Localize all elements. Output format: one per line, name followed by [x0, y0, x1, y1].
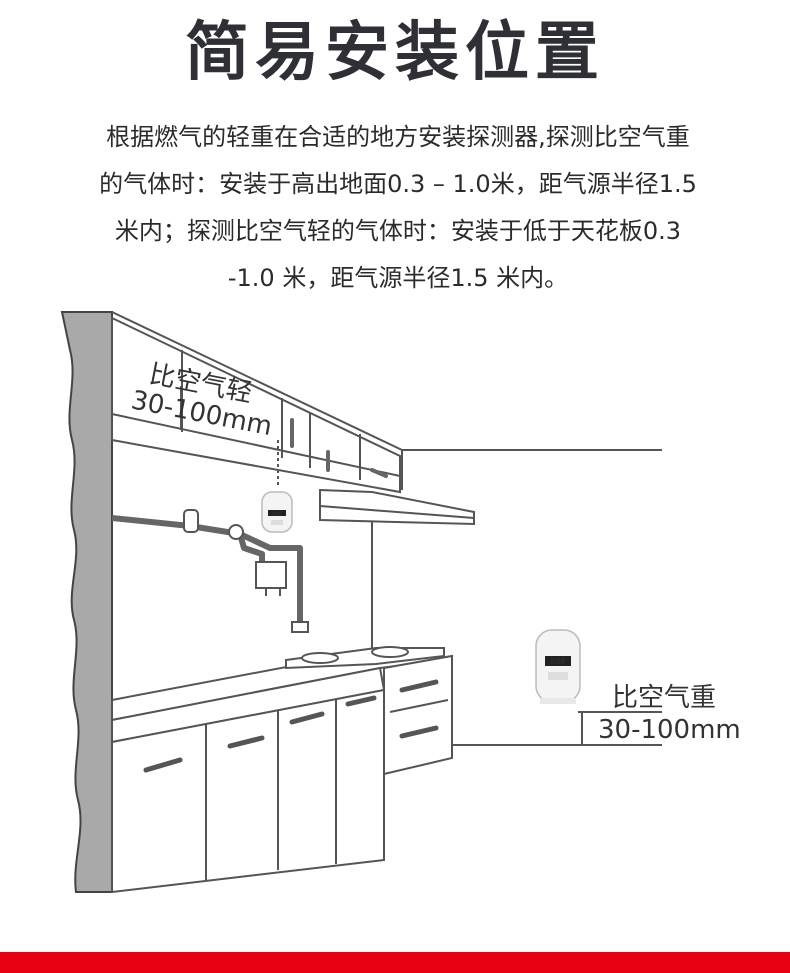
description-line-4: -1.0 米，距气源半径1.5 米内。 — [227, 264, 569, 292]
accent-bar — [0, 952, 790, 973]
page-title: 简易安装位置 — [185, 16, 605, 90]
room-outline — [111, 311, 662, 746]
stove-icon — [285, 646, 445, 670]
heavier-gas-annotation: 比空气重 30-100mm — [578, 683, 741, 745]
gas-detector-icon: 888 — [261, 491, 293, 533]
upper-cabinets — [111, 316, 401, 494]
range-hood-icon — [319, 488, 475, 526]
cabinet-handles — [290, 418, 388, 478]
gas-detector-icon: 888 — [535, 629, 581, 704]
heavier-gas-label: 比空气重 — [612, 683, 716, 713]
lower-cabinet-handles — [143, 679, 439, 773]
lower-detector-display: 888 — [550, 657, 565, 666]
kitchen-illustration: 888 比空气轻 30-100mm 888 — [60, 311, 741, 894]
side-wall — [60, 311, 113, 893]
description-line-2: 的气体时：安装于高出地面0.3 – 1.0米，距气源半径1.5 — [99, 170, 697, 198]
water-heater-icon — [255, 561, 287, 596]
heavier-gas-distance: 30-100mm — [598, 715, 741, 745]
pipe-valves — [183, 509, 309, 633]
description: 根据燃气的轻重在合适的地方安装探测器,探测比空气重 的气体时：安装于高出地面0.… — [42, 114, 754, 302]
description-line-3: 米内；探测比空气轻的气体时：安装于低于天花板0.3 — [114, 217, 682, 245]
upper-detector-display: 888 — [272, 512, 282, 518]
description-line-1: 根据燃气的轻重在合适的地方安装探测器,探测比空气重 — [106, 123, 690, 151]
lower-cabinets — [111, 654, 453, 894]
